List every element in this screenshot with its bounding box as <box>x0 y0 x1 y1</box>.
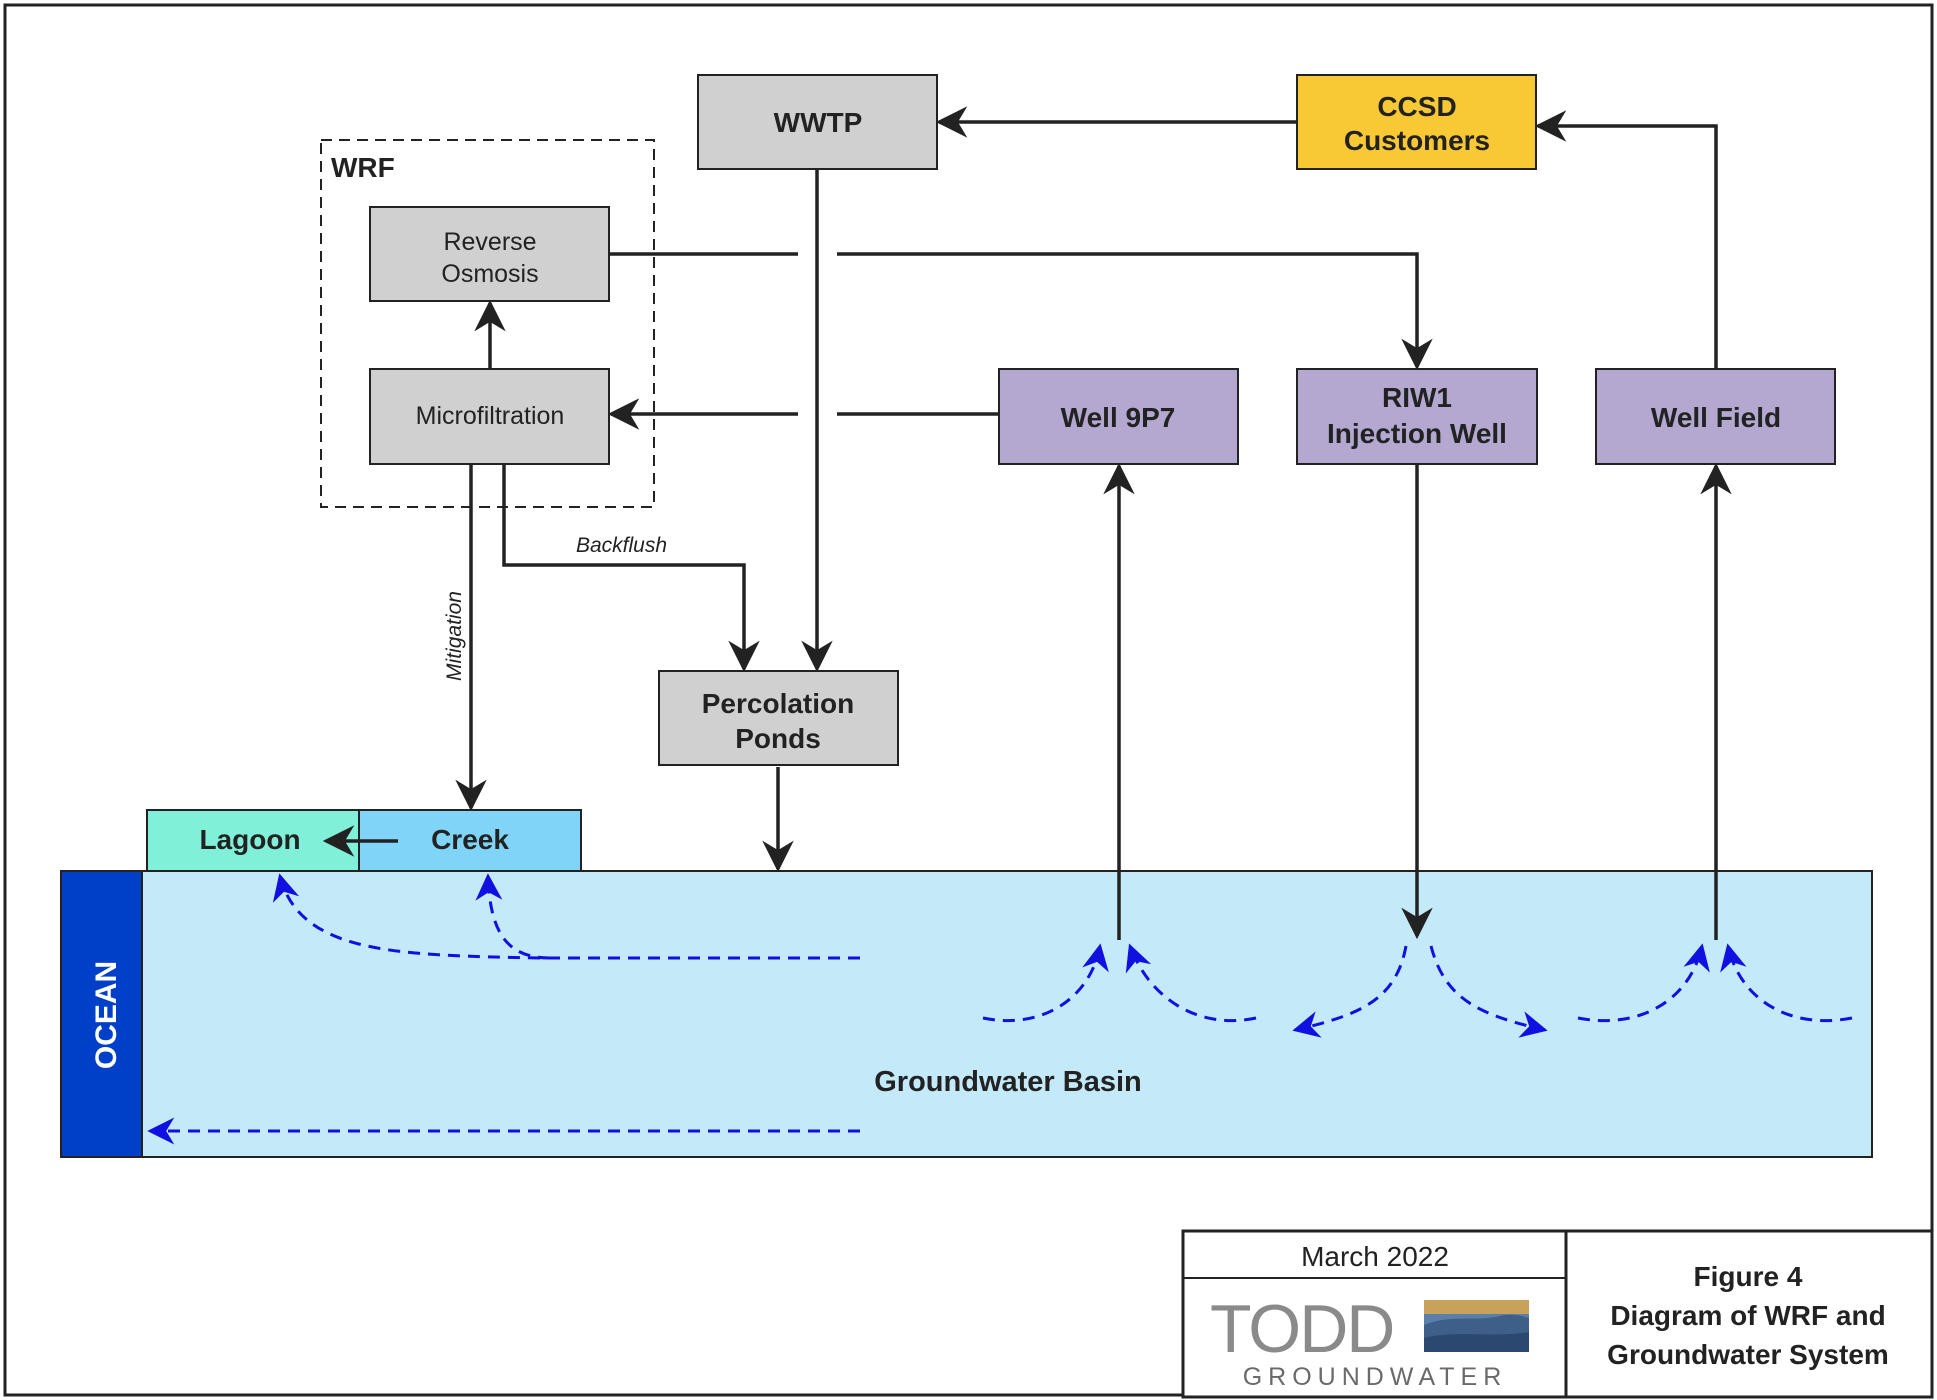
ocean-strip <box>60 870 143 1158</box>
outer-border <box>3 3 1934 1397</box>
creek-label: Creek <box>431 824 509 855</box>
well-9p7-label: Well 9P7 <box>1061 402 1176 433</box>
figure-number: Figure 4 <box>1694 1261 1803 1292</box>
wwtp-label: WWTP <box>774 107 863 138</box>
gw-flow-wellfield-right <box>1720 943 1853 1023</box>
logo-landscape-image <box>1424 1300 1529 1352</box>
riw1-label-line2: Injection Well <box>1327 418 1507 449</box>
lagoon-label: Lagoon <box>199 824 300 855</box>
ccsd-label-line2: Customers <box>1344 125 1490 156</box>
gw-flow-well9p7-left <box>982 943 1109 1023</box>
arrow-wellfield-to-ccsd <box>1534 110 1718 369</box>
well-field-label: Well Field <box>1651 402 1781 433</box>
reverse-osmosis-label-line1: Reverse <box>443 228 536 256</box>
microfiltration-label: Microfiltration <box>416 402 565 430</box>
reverse-osmosis-label-line2: Osmosis <box>441 260 538 288</box>
figure-title-line2: Groundwater System <box>1607 1339 1889 1370</box>
ccsd-label-line1: CCSD <box>1377 91 1456 122</box>
ocean-label: OCEAN <box>90 961 123 1069</box>
arrow-ro-to-riw1 <box>837 252 1433 371</box>
logo-groundwater-text: GROUNDWATER <box>1243 1363 1508 1391</box>
wrf-group-border <box>320 139 655 508</box>
title-block-date: March 2022 <box>1301 1241 1449 1272</box>
riw1-injection-well-box <box>1296 368 1538 465</box>
backflush-label: Backflush <box>576 534 667 557</box>
groundwater-basin-label: Groundwater Basin <box>874 1066 1142 1098</box>
gw-flow-riw1-left <box>1292 945 1408 1038</box>
well-field-box <box>1595 368 1836 465</box>
percolation-label-line2: Ponds <box>735 723 821 754</box>
gw-flow-wellfield-left <box>1577 943 1710 1023</box>
figure-title-line1: Diagram of WRF and <box>1610 1300 1885 1331</box>
arrow-backflush-to-percolation <box>502 464 760 673</box>
gw-flow-riw1-right <box>1429 945 1548 1038</box>
logo-todd-text: TODD <box>1210 1291 1393 1367</box>
gw-flow-to-creek <box>475 873 551 960</box>
percolation-label-line1: Percolation <box>702 688 854 719</box>
wrf-group-label: WRF <box>331 152 395 183</box>
todd-groundwater-logo: TODD GROUNDWATER <box>1210 1291 1529 1391</box>
wwtp-box <box>697 74 938 170</box>
groundwater-basin-area <box>139 870 1873 1158</box>
title-block <box>1181 1229 1934 1399</box>
gw-flow-to-lagoon <box>272 873 541 960</box>
riw1-label-line1: RIW1 <box>1382 382 1452 413</box>
percolation-ponds-box <box>658 670 899 766</box>
mitigation-label: Mitigation <box>443 591 466 681</box>
well-9p7-box <box>998 368 1239 465</box>
